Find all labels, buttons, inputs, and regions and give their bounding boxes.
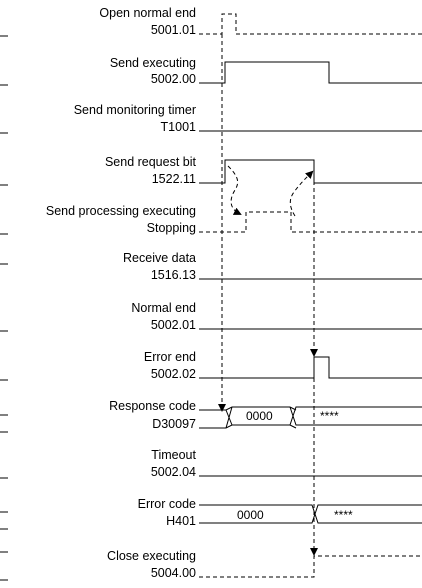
waveform-open-normal-end <box>199 13 422 35</box>
signal-name: Normal end <box>131 301 196 315</box>
waveform-error-end <box>199 356 422 379</box>
signal-address: 5004.00 <box>151 566 196 580</box>
signal-error-code: Error code H401 <box>138 497 196 528</box>
signal-name: Open normal end <box>99 6 196 20</box>
signal-address: 5001.01 <box>151 23 196 37</box>
signal-name: Error code <box>138 497 196 511</box>
signal-address: 1522.11 <box>152 172 196 186</box>
signal-name: Receive data <box>123 251 196 265</box>
signal-address: T1001 <box>161 120 196 134</box>
signal-name: Send processing executing <box>46 204 196 218</box>
waveform-send-processing-executing <box>199 211 422 233</box>
signal-name: Send request bit <box>105 155 197 169</box>
signal-address: 1516.13 <box>151 268 196 282</box>
signal-address: 5002.00 <box>151 72 196 86</box>
signal-receive-data: Receive data 1516.13 <box>123 251 196 282</box>
signal-name: Close executing <box>107 549 196 563</box>
signal-name: Send monitoring timer <box>74 103 196 117</box>
left-tick-marks <box>0 35 8 581</box>
signal-open-normal-end: Open normal end 5001.01 <box>99 6 196 37</box>
signal-address: Stopping <box>147 221 196 235</box>
signal-send-request-bit: Send request bit 1522.11 <box>105 155 197 186</box>
signal-send-executing: Send executing 5002.00 <box>110 56 196 86</box>
response-code-value-after: **** <box>320 409 339 423</box>
causal-arrows <box>218 34 318 556</box>
waveform-send-request-bit <box>199 159 422 184</box>
waveform-close-executing <box>199 555 422 578</box>
signal-send-monitoring-timer: Send monitoring timer T1001 <box>74 103 196 134</box>
error-code-value-after: **** <box>334 508 353 522</box>
signal-address: H401 <box>166 514 196 528</box>
signal-name: Send executing <box>110 56 196 70</box>
signal-address: D30097 <box>152 417 196 431</box>
signal-name: Timeout <box>151 448 196 462</box>
waveform-error-code <box>199 504 422 524</box>
error-code-value-before: 0000 <box>237 508 264 522</box>
signal-name: Error end <box>144 350 196 364</box>
waveform-send-executing <box>199 61 422 84</box>
signal-timeout: Timeout 5002.04 <box>151 448 197 479</box>
signal-close-executing: Close executing 5004.00 <box>107 549 196 580</box>
signal-normal-end: Normal end 5002.01 <box>131 301 196 332</box>
waveform-response-code <box>199 406 422 429</box>
signal-address: 5002.02 <box>151 367 196 381</box>
signal-address: 5002.01 <box>151 318 196 332</box>
signal-address: 5002.04 <box>151 465 196 479</box>
response-code-value-before: 0000 <box>246 409 273 423</box>
signal-error-end: Error end 5002.02 <box>144 350 196 381</box>
signal-send-processing-executing: Send processing executing Stopping <box>46 204 196 235</box>
signal-response-code: Response code D30097 <box>109 399 196 431</box>
signal-name: Response code <box>109 399 196 413</box>
